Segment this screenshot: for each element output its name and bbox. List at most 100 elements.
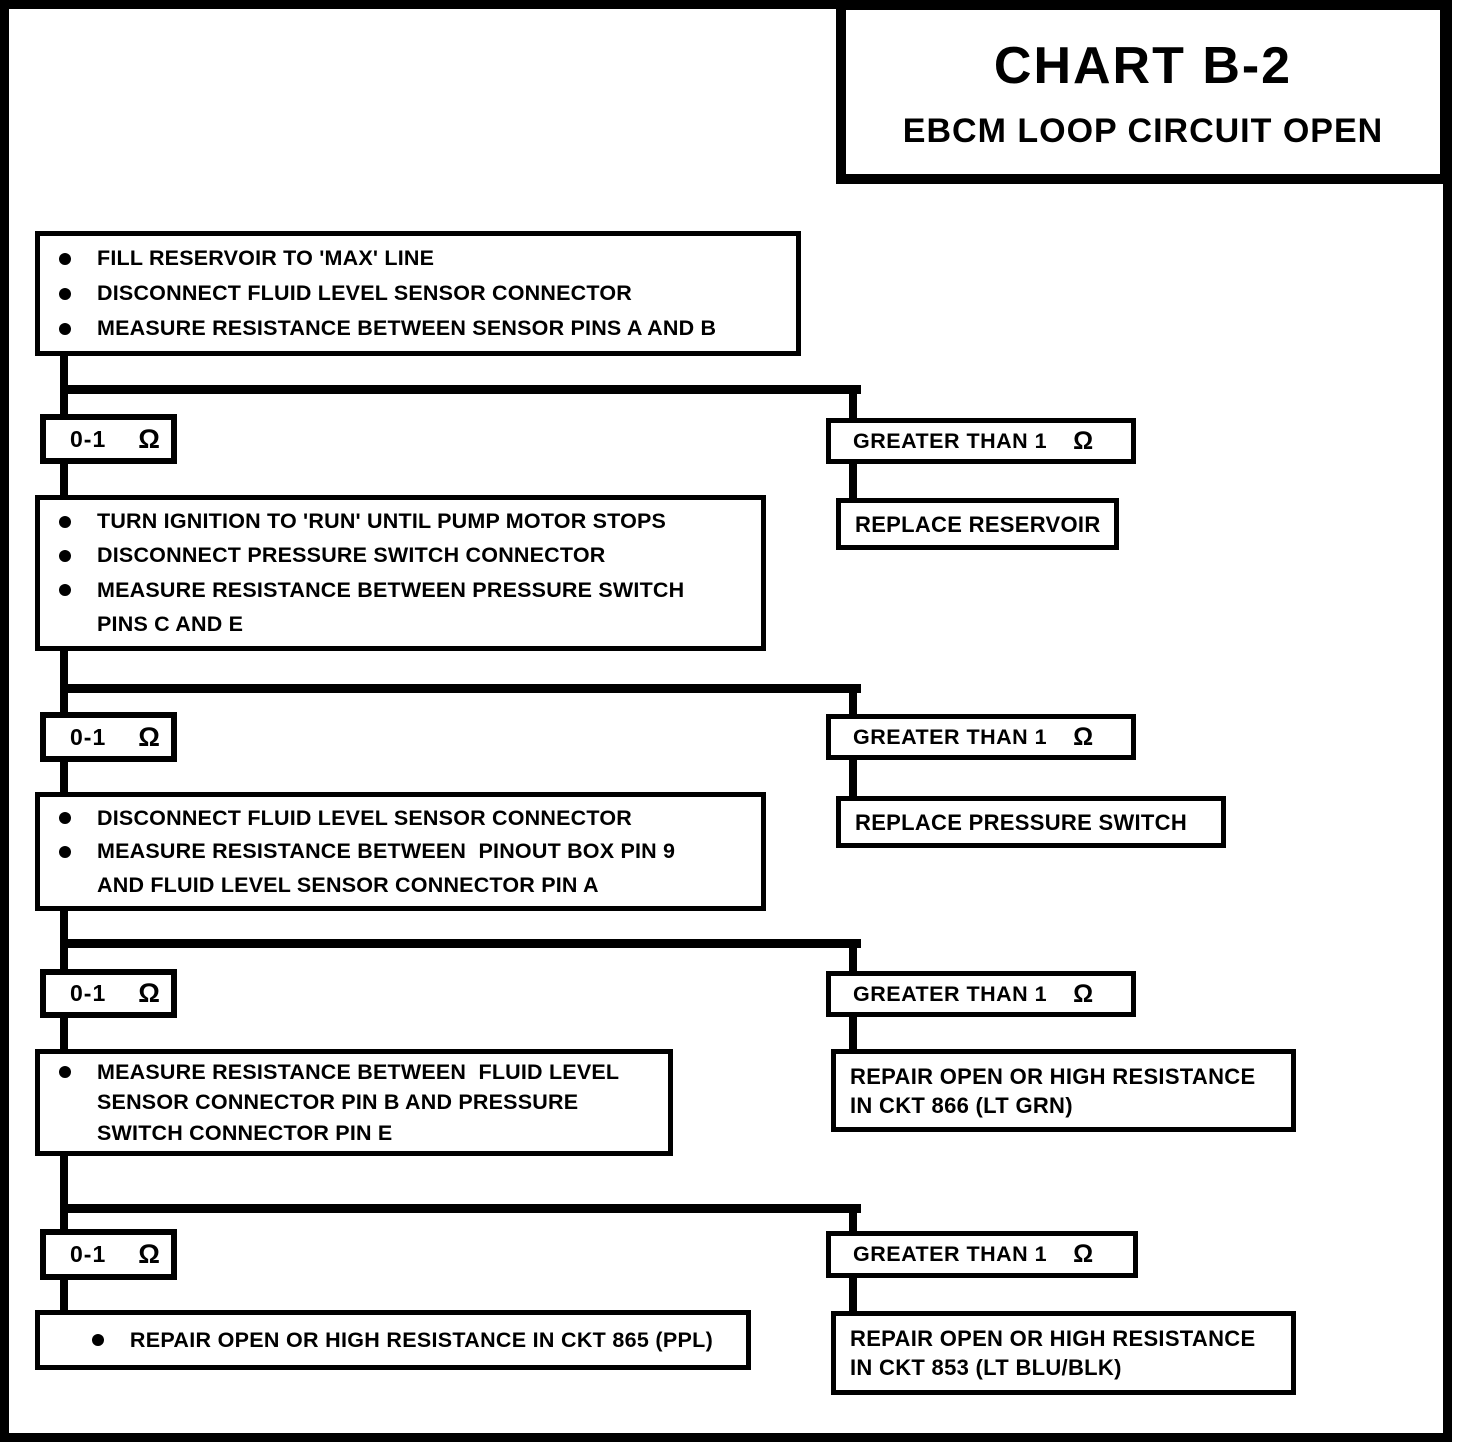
replace-reservoir-box: REPLACE RESERVOIR [836, 498, 1119, 550]
instruction-row: FILL RESERVOIR TO 'MAX' LINE [40, 246, 796, 271]
result-high-label: GREATER THAN 1 [853, 724, 1048, 749]
ohm-symbol: Ω [138, 423, 160, 454]
bullet-icon [59, 515, 71, 528]
ohm-symbol: Ω [138, 1239, 160, 1269]
chart-subtitle: EBCM LOOP CIRCUIT OPEN [902, 112, 1384, 150]
instruction-line: SWITCH CONNECTOR PIN E [97, 1120, 393, 1145]
result-low-label: 0-1 [70, 425, 107, 452]
connector-line [849, 463, 857, 498]
connector-line [60, 394, 68, 415]
connector-line [849, 684, 857, 714]
instruction-line: DISCONNECT FLUID LEVEL SENSOR CONNECTOR [97, 281, 632, 305]
connector-line [849, 385, 857, 418]
instruction-line: MEASURE RESISTANCE BETWEEN FLUID LEVEL [97, 1059, 620, 1084]
connector-line [849, 1204, 857, 1231]
action-line: REPAIR OPEN OR HIGH RESISTANCE [850, 1063, 1256, 1089]
connector-line [60, 385, 861, 394]
result-high-label: GREATER THAN 1 [853, 428, 1048, 453]
action-line: REPLACE RESERVOIR [855, 511, 1101, 537]
step3-result-high-box: GREATER THAN 1 Ω [826, 971, 1136, 1017]
action-line: REPAIR OPEN OR HIGH RESISTANCE [850, 1326, 1256, 1351]
replace-pressure-switch-box: REPLACE PRESSURE SWITCH [836, 796, 1226, 848]
connector-line [60, 1018, 68, 1049]
bullet-icon [59, 287, 71, 300]
ohm-symbol: Ω [138, 721, 160, 752]
chart-title: CHART B-2 [993, 37, 1293, 95]
step1-instructions-box: FILL RESERVOIR TO 'MAX' LINE DISCONNECT … [35, 231, 801, 356]
instruction-row: SENSOR CONNECTOR PIN B AND PRESSURE [40, 1090, 668, 1115]
instruction-line: MEASURE RESISTANCE BETWEEN PRESSURE SWIT… [97, 577, 685, 602]
action-line: REPLACE PRESSURE SWITCH [855, 809, 1188, 835]
step3-result-low-box: 0-1 Ω [40, 969, 177, 1018]
bullet-icon [59, 1066, 71, 1078]
result-low-label: 0-1 [70, 980, 107, 1006]
connector-line [60, 693, 68, 712]
step2-result-high-box: GREATER THAN 1 Ω [826, 714, 1136, 760]
instruction-row: SWITCH CONNECTOR PIN E [40, 1121, 668, 1146]
repair-ckt-865-box: REPAIR OPEN OR HIGH RESISTANCE IN CKT 86… [35, 1310, 751, 1370]
instruction-row: DISCONNECT PRESSURE SWITCH CONNECTOR [40, 543, 761, 568]
connector-line [60, 1156, 68, 1204]
action-line: IN CKT 853 (LT BLU/BLK) [850, 1355, 1122, 1380]
step1-result-high-box: GREATER THAN 1 Ω [826, 418, 1136, 464]
instruction-row: DISCONNECT FLUID LEVEL SENSOR CONNECTOR [40, 281, 796, 306]
title-box: CHART B-2 EBCM LOOP CIRCUIT OPEN [836, 0, 1450, 184]
bullet-icon [59, 252, 71, 265]
connector-line [60, 939, 861, 948]
connector-line [849, 760, 857, 796]
connector-line [60, 911, 68, 939]
bullet-icon [91, 1334, 104, 1346]
ohm-symbol: Ω [1073, 979, 1094, 1008]
connector-line [60, 1280, 68, 1310]
ohm-symbol: Ω [138, 978, 160, 1008]
connector-line [60, 651, 68, 684]
repair-ckt-866-box: REPAIR OPEN OR HIGH RESISTANCE IN CKT 86… [831, 1049, 1296, 1132]
step3-instructions-box: DISCONNECT FLUID LEVEL SENSOR CONNECTOR … [35, 792, 766, 911]
bullet-icon [59, 549, 71, 562]
result-high-label: GREATER THAN 1 [853, 981, 1048, 1006]
connector-line [849, 1278, 857, 1311]
instruction-line: FILL RESERVOIR TO 'MAX' LINE [97, 246, 435, 270]
bullet-icon [59, 845, 71, 858]
connector-line [849, 939, 857, 971]
instruction-row: TURN IGNITION TO 'RUN' UNTIL PUMP MOTOR … [40, 509, 761, 534]
connector-line [60, 1204, 861, 1213]
connector-line [849, 1017, 857, 1049]
ohm-symbol: Ω [1073, 426, 1094, 455]
instruction-row: DISCONNECT FLUID LEVEL SENSOR CONNECTOR [40, 806, 761, 831]
bullet-icon [59, 812, 71, 824]
instruction-line: DISCONNECT PRESSURE SWITCH CONNECTOR [97, 543, 606, 568]
step1-result-low-box: 0-1 Ω [40, 414, 177, 464]
connector-line [60, 1213, 68, 1229]
instruction-line: SENSOR CONNECTOR PIN B AND PRESSURE [97, 1090, 579, 1114]
result-high-label: GREATER THAN 1 [853, 1242, 1048, 1266]
step4-result-high-box: GREATER THAN 1 Ω [826, 1231, 1138, 1278]
instruction-row: AND FLUID LEVEL SENSOR CONNECTOR PIN A [40, 873, 761, 898]
connector-line [60, 762, 68, 792]
instruction-line: DISCONNECT FLUID LEVEL SENSOR CONNECTOR [97, 805, 632, 830]
bullet-icon [59, 584, 71, 597]
step2-instructions-box: TURN IGNITION TO 'RUN' UNTIL PUMP MOTOR … [35, 495, 766, 651]
action-line: REPAIR OPEN OR HIGH RESISTANCE IN CKT 86… [129, 1327, 714, 1352]
instruction-line: MEASURE RESISTANCE BETWEEN PINOUT BOX PI… [97, 839, 676, 863]
ohm-symbol: Ω [1073, 722, 1094, 751]
connector-line [60, 356, 68, 385]
instruction-row: MEASURE RESISTANCE BETWEEN FLUID LEVEL [40, 1060, 668, 1085]
step4-instructions-box: MEASURE RESISTANCE BETWEEN FLUID LEVEL S… [35, 1049, 673, 1156]
bullet-icon [59, 322, 71, 335]
instruction-row: MEASURE RESISTANCE BETWEEN SENSOR PINS A… [40, 316, 796, 341]
result-low-label: 0-1 [70, 1241, 107, 1267]
instruction-row: PINS C AND E [40, 612, 761, 637]
instruction-line: TURN IGNITION TO 'RUN' UNTIL PUMP MOTOR … [97, 509, 667, 534]
step4-result-low-box: 0-1 Ω [40, 1229, 177, 1280]
instruction-line: PINS C AND E [97, 611, 244, 636]
instruction-line: AND FLUID LEVEL SENSOR CONNECTOR PIN A [97, 872, 599, 897]
instruction-row: MEASURE RESISTANCE BETWEEN PRESSURE SWIT… [40, 578, 761, 603]
instruction-line: MEASURE RESISTANCE BETWEEN SENSOR PINS A… [97, 316, 717, 340]
repair-ckt-853-box: REPAIR OPEN OR HIGH RESISTANCE IN CKT 85… [831, 1311, 1296, 1395]
connector-line [60, 684, 861, 693]
ohm-symbol: Ω [1073, 1240, 1094, 1268]
connector-line [60, 948, 68, 969]
